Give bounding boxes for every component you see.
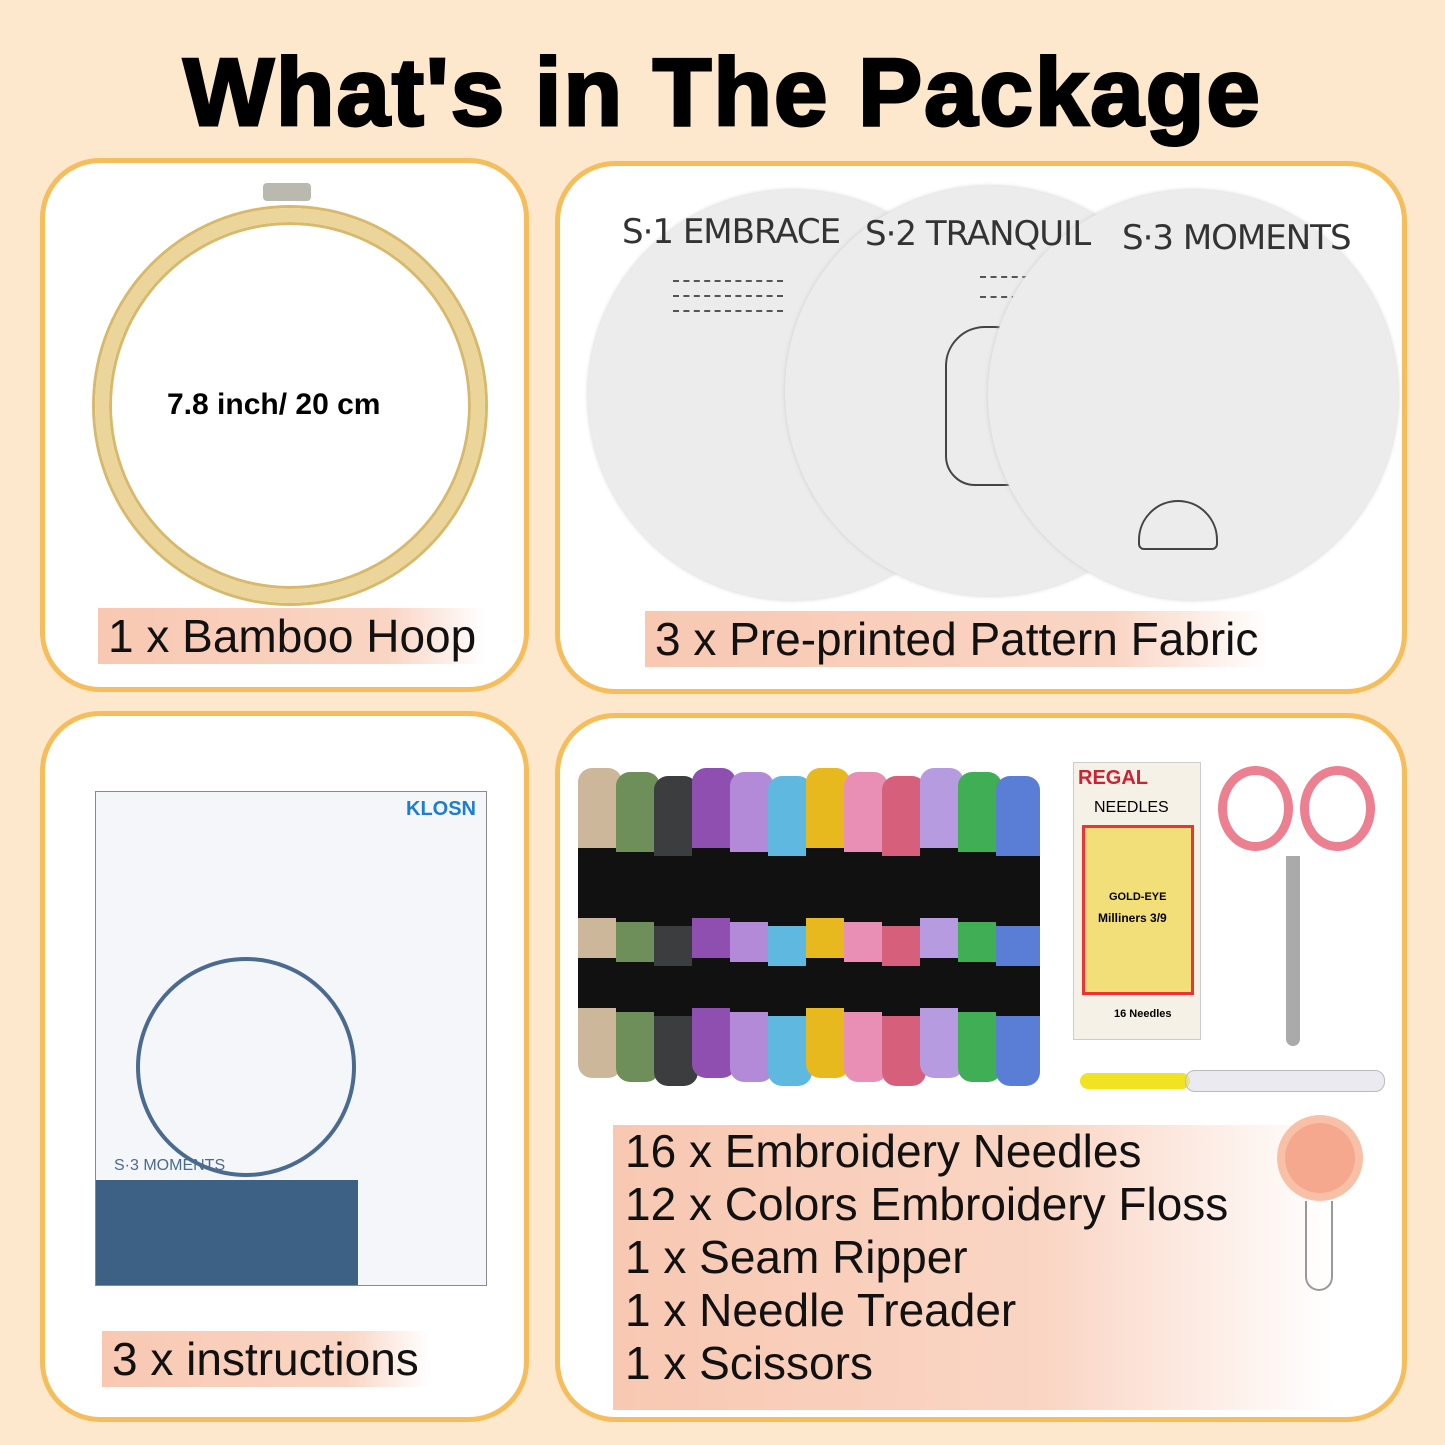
pattern-title: S·1 EMBRACE: [622, 212, 841, 252]
needle-type: GOLD-EYE: [1109, 891, 1167, 903]
pattern-fabric-3: [988, 190, 1398, 600]
contents-list: 16 x Embroidery Needles 12 x Colors Embr…: [613, 1125, 1333, 1410]
sheet-footer: [96, 1180, 358, 1285]
item-scissors: 1 x Scissors: [625, 1337, 873, 1389]
needle-size: Milliners 3/9: [1098, 911, 1167, 925]
scissors-icon: [1218, 766, 1378, 1046]
floss-skein: [882, 776, 926, 1086]
floss-skein: [806, 768, 850, 1078]
mushroom-drawing: [1138, 500, 1218, 550]
hoop-size: 7.8 inch/ 20 cm: [167, 388, 381, 421]
item-floss: 12 x Colors Embroidery Floss: [625, 1178, 1229, 1230]
floss-skein: [578, 768, 622, 1078]
needle-brand: REGAL: [1078, 767, 1148, 789]
floss-skein: [654, 776, 698, 1086]
pattern-title: S·3 MOMENTS: [1122, 218, 1352, 258]
hoop-label: 1 x Bamboo Hoop: [98, 608, 487, 664]
floss-skein: [616, 772, 660, 1082]
page-title: What's in The Package: [182, 38, 1262, 148]
item-needles: 16 x Embroidery Needles: [625, 1125, 1142, 1177]
brand-logo: KLOSN: [406, 798, 476, 820]
floss-skein: [768, 776, 812, 1086]
floss-skein: [730, 772, 774, 1082]
needle-count: 16 Needles: [1114, 1008, 1172, 1020]
instructions-panel: KLOSN S·3 MOMENTS 3 x instructions: [40, 711, 529, 1422]
hoop-screw: [263, 183, 311, 201]
instructions-label: 3 x instructions: [102, 1331, 429, 1387]
floss-skein: [692, 768, 736, 1078]
fabric-label: 3 x Pre-printed Pattern Fabric: [645, 611, 1269, 667]
tools-panel: REGAL NEEDLES GOLD-EYE Milliners 3/9 16 …: [555, 713, 1407, 1422]
instruction-sheet: KLOSN S·3 MOMENTS: [95, 791, 487, 1286]
fabric-panel: S·1 EMBRACE S·2 TRANQUIL S·3 MOMENTS 3 x…: [555, 161, 1407, 694]
item-needle-threader: 1 x Needle Treader: [625, 1284, 1017, 1336]
floss-skein: [996, 776, 1040, 1086]
needle-pack: REGAL NEEDLES GOLD-EYE Milliners 3/9 16 …: [1073, 762, 1201, 1040]
floss-skein: [844, 772, 888, 1082]
sheet-title: S·3 MOMENTS: [114, 1157, 226, 1174]
needle-pack-card: [1082, 825, 1194, 995]
needle-threader-icon: [1275, 1123, 1365, 1293]
floss-skein: [958, 772, 1002, 1082]
pattern-title: S·2 TRANQUIL: [865, 214, 1091, 254]
sheet-circle: [136, 957, 356, 1177]
needle-pack-title: NEEDLES: [1094, 799, 1169, 816]
seam-ripper-icon: [1080, 1070, 1390, 1092]
hoop-panel: 7.8 inch/ 20 cm 1 x Bamboo Hoop: [40, 158, 529, 692]
item-seam-ripper: 1 x Seam Ripper: [625, 1231, 968, 1283]
floss-skein: [920, 768, 964, 1078]
